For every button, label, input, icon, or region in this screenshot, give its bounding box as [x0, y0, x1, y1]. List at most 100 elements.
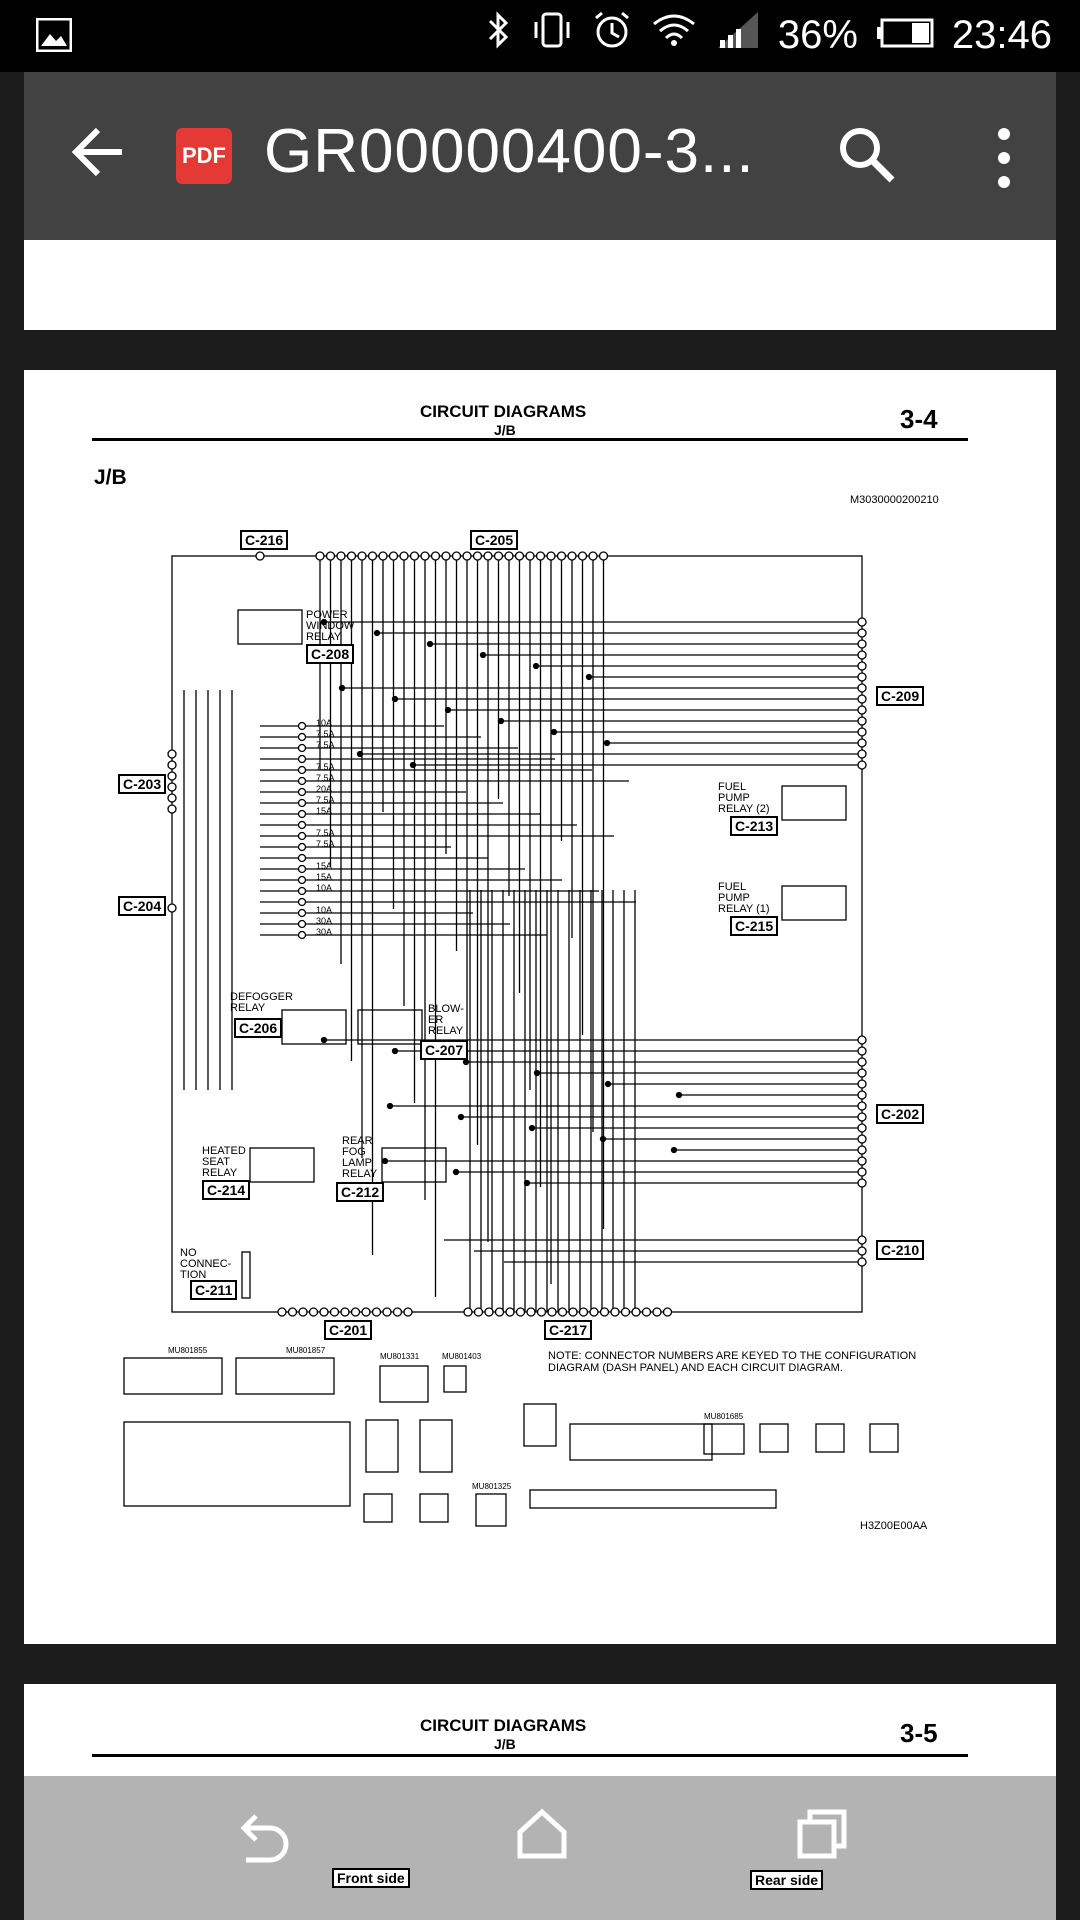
page-number: 3-4 [900, 404, 938, 434]
part-number-c216: MU801325 [472, 1482, 512, 1491]
pin [167, 782, 177, 792]
fuse-rating: 7.5A [316, 762, 335, 772]
page-header-title: CIRCUIT DIAGRAMS [420, 1716, 587, 1735]
pin [167, 793, 177, 803]
more-vert-icon[interactable] [994, 126, 1014, 195]
c217-connector-face [529, 1489, 777, 1509]
pin [857, 661, 867, 671]
label-c215: C-215 [730, 916, 779, 936]
pin [857, 672, 867, 682]
pin [409, 551, 420, 561]
pin [441, 551, 451, 561]
pin [857, 650, 867, 660]
right-pins [167, 617, 867, 1267]
fuse-pin [297, 919, 307, 929]
pin [350, 1307, 361, 1317]
pin [319, 1307, 329, 1317]
figure-code: H3Z00E00AA [860, 1520, 928, 1532]
fuse-rating: 7.5A [316, 740, 335, 750]
pin [857, 1112, 867, 1122]
label-c209: C-209 [876, 686, 925, 706]
blower-relay-label: BLOW-ER RELAY [428, 1003, 464, 1037]
fuel-pump-relay-2-label: FUEL PUMP RELAY (2) [718, 781, 770, 815]
pin [325, 551, 336, 561]
c206-connector-face [365, 1419, 399, 1473]
c204-connector-face [443, 1365, 467, 1393]
back-arrow-icon[interactable] [68, 122, 128, 187]
label-c206: C-206 [234, 1018, 283, 1038]
label-c202: C-202 [876, 1104, 925, 1124]
junction [452, 1168, 460, 1176]
gallery-icon [35, 17, 73, 57]
pin [167, 771, 177, 781]
fuse-pin [297, 787, 307, 797]
rear-fog-relay-label: REAR FOG LAMP RELAY [342, 1135, 378, 1180]
label-c213: C-213 [730, 816, 779, 836]
clock: 23:46 [951, 12, 1052, 57]
pin [403, 1307, 413, 1317]
pin [525, 551, 535, 561]
pin [857, 617, 867, 627]
c215-connector-face [419, 1493, 449, 1523]
pin [577, 551, 588, 561]
pin [556, 551, 567, 561]
alarm-icon [592, 10, 632, 60]
fuse-pin [297, 721, 307, 731]
pin [473, 1307, 484, 1317]
junction [550, 728, 558, 736]
pin [857, 1167, 867, 1177]
nav-home-icon[interactable] [514, 1806, 570, 1867]
label-c203: C-203 [118, 774, 167, 794]
c201-connector-face [123, 1357, 223, 1395]
c208-connector-face [523, 1403, 557, 1447]
nav-recents-icon[interactable] [794, 1806, 850, 1867]
pin [857, 1035, 867, 1045]
pin [451, 551, 462, 561]
nav-back-icon[interactable] [232, 1810, 292, 1871]
fuse-rating: 15A [316, 872, 333, 882]
fuse-rating: 7.5A [316, 828, 335, 838]
pin [462, 551, 472, 561]
junction [356, 750, 364, 758]
fuse-block [260, 721, 636, 940]
fuse-rating: 30A [316, 927, 333, 937]
pin [599, 1307, 610, 1317]
pin [857, 1156, 867, 1166]
junction [670, 1146, 678, 1154]
pin [857, 1068, 867, 1078]
pin [287, 1307, 298, 1317]
rear-fog-relay-box [381, 1147, 447, 1183]
c211-connector-face [759, 1423, 789, 1453]
part-number-c203: MU801331 [380, 1352, 420, 1361]
junction [381, 1157, 389, 1165]
part-number-c204: MU801403 [442, 1352, 482, 1361]
pin [589, 1307, 599, 1317]
pin [857, 1079, 867, 1089]
junction [585, 673, 593, 681]
pin [430, 551, 441, 561]
search-icon[interactable] [834, 122, 898, 191]
fuse-pin [297, 886, 307, 896]
pin [357, 551, 367, 561]
fuse-pin [297, 765, 307, 775]
junction [409, 761, 417, 769]
junction [604, 1080, 612, 1088]
pin [857, 1057, 867, 1067]
junction [426, 640, 434, 648]
page-header-subtitle: J/B [494, 1736, 516, 1752]
junction [320, 618, 328, 626]
pin [857, 738, 867, 748]
app-bar: PDF GR00000400-3... [24, 72, 1056, 240]
junction [479, 651, 487, 659]
junction [457, 1113, 465, 1121]
fuse-pin [297, 809, 307, 819]
pin [493, 551, 504, 561]
front-side-label: Front side [332, 1868, 410, 1888]
pin [371, 1307, 382, 1317]
pin [567, 551, 577, 561]
c210-connector-face [703, 1423, 745, 1455]
horizontal-wires [320, 618, 858, 1263]
junction [523, 1179, 531, 1187]
pdf-icon: PDF [176, 128, 232, 184]
fuse-pin [297, 820, 307, 830]
